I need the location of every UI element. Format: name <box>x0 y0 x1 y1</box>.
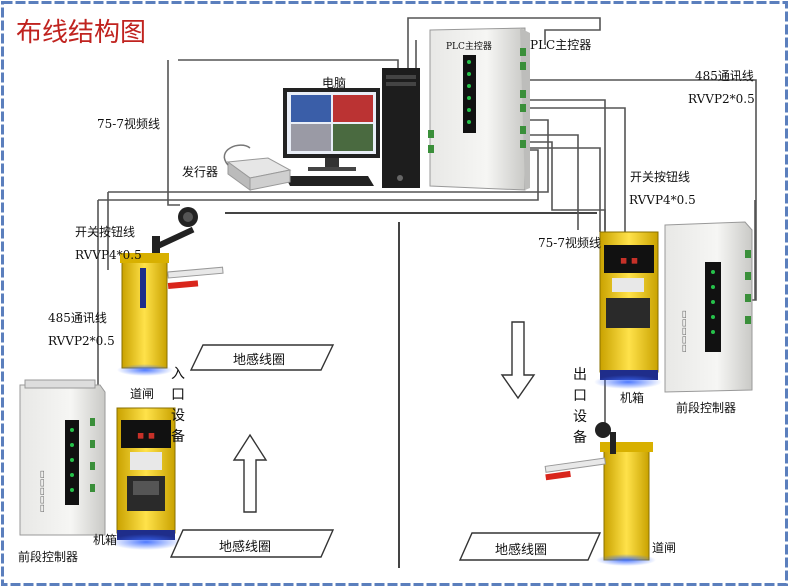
label-video-left: 75-7视频线 <box>97 117 160 131</box>
label-switch-right: 开关按钮线 <box>630 170 691 184</box>
label-switch-right-spec: RVVP4*0.5 <box>629 193 696 207</box>
label-entry-device: 入口设备 <box>171 366 185 445</box>
wire-video-right <box>528 99 606 430</box>
wire-switch-left <box>108 119 549 193</box>
wire-video-top <box>178 59 399 75</box>
loop-entry-bottom <box>169 529 335 558</box>
plc-controller <box>428 27 530 191</box>
label-gate-right: 道闸 <box>652 541 677 555</box>
page-title: 布线结构图 <box>16 18 147 48</box>
label-video-right: 75-7视频线 <box>538 236 601 250</box>
svg-text:▦ ▦: ▦ ▦ <box>621 256 638 266</box>
arrow-entry-up <box>232 433 268 513</box>
label-controller-left: 前段控制器 <box>18 550 79 564</box>
label-loop-entry: 地感线圈 <box>233 353 286 368</box>
camera-left <box>152 207 198 258</box>
svg-text:▭▭▭▭▭: ▭▭▭▭▭ <box>37 470 47 513</box>
loop-exit <box>458 532 602 561</box>
loop-entry-top <box>189 344 335 371</box>
label-comm-left: 485通讯线 <box>48 311 107 325</box>
computer <box>283 68 420 188</box>
label-kiosk-right: 机箱 <box>620 391 645 405</box>
barrier-gate-right <box>544 422 656 566</box>
controller-left: ▭▭▭▭▭ <box>19 379 106 536</box>
label-exit-device: 出口设备 <box>573 367 587 446</box>
arrow-exit-down <box>500 321 536 400</box>
label-kiosk-left: 机箱 <box>93 533 118 547</box>
label-switch-left-spec: RVVP4*0.5 <box>75 248 142 262</box>
wire-comm-left <box>98 149 539 201</box>
card-issuer <box>223 144 292 191</box>
label-issuer: 发行器 <box>182 165 219 179</box>
controller-right: ▭▭▭▭▭ <box>664 221 753 393</box>
kiosk-left: ▦ ▦ <box>110 407 182 550</box>
svg-text:▦ ▦: ▦ ▦ <box>138 431 155 441</box>
label-comm-right-spec: RVVP2*0.5 <box>688 92 755 106</box>
label-plc-box: PLC主控器 <box>446 42 492 52</box>
label-comm-right: 485通讯线 <box>695 69 754 83</box>
label-computer: 电脑 <box>322 76 347 90</box>
wire-top-loop <box>407 17 601 70</box>
label-loop-entry-bottom: 地感线圈 <box>219 540 272 555</box>
label-gate-left: 道闸 <box>130 387 155 401</box>
label-controller-right: 前段控制器 <box>676 401 737 415</box>
wire-switch-right <box>528 107 626 232</box>
label-plc-main: PLC主控器 <box>530 38 592 52</box>
svg-text:▭▭▭▭▭: ▭▭▭▭▭ <box>679 310 689 353</box>
label-switch-left: 开关按钮线 <box>75 225 136 239</box>
wire-video-left <box>167 60 180 206</box>
label-comm-left-spec: RVVP2*0.5 <box>48 334 115 348</box>
barrier-gate-left <box>117 253 224 376</box>
kiosk-right: ▦ ▦ <box>594 231 662 389</box>
label-loop-exit: 地感线圈 <box>495 543 548 558</box>
